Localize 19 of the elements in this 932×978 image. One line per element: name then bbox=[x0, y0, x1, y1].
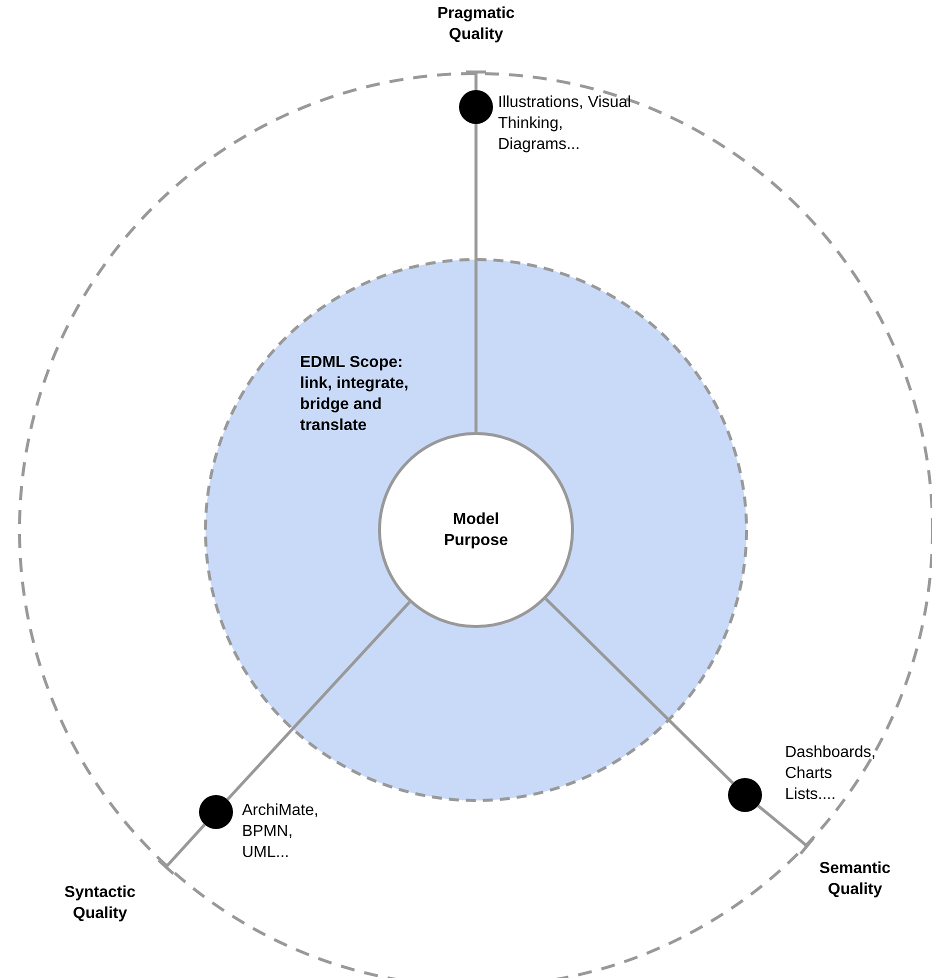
spoke-line bbox=[544, 598, 734, 784]
spoke-line-end bbox=[157, 824, 206, 876]
spoke-line bbox=[226, 601, 411, 801]
scope-text: EDML Scope: link, integrate, bridge and translate bbox=[300, 353, 410, 436]
center-circle bbox=[378, 432, 574, 628]
axis-label: Semantic Quality bbox=[818, 859, 892, 900]
axis-label: Pragmatic Quality bbox=[436, 4, 516, 45]
spoke-line-end bbox=[464, 70, 488, 90]
example-text: Illustrations, Visual Thinking, Diagrams... bbox=[498, 93, 632, 155]
example-text: ArchiMate, BPMN, UML... bbox=[242, 801, 320, 863]
axis-label: Syntactic Quality bbox=[63, 883, 137, 924]
dot bbox=[199, 795, 233, 829]
spoke-line-end bbox=[757, 804, 815, 856]
center-label: Model Purpose bbox=[442, 510, 509, 551]
dot bbox=[728, 778, 762, 812]
dot bbox=[459, 90, 493, 124]
example-text: Dashboards, Charts Lists.... bbox=[785, 743, 877, 805]
scope-circle bbox=[204, 258, 748, 802]
spoke-line bbox=[474, 124, 478, 432]
